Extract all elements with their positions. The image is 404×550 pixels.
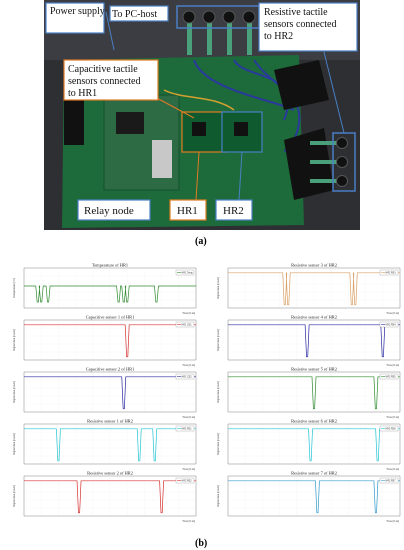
plot-title: Capacitive sensor 1 of HR1 <box>86 315 135 320</box>
plot-title: Resistive sensor 2 of HR2 <box>87 471 133 476</box>
hardware-photo: Power supply To PC-host Resistive tactil… <box>44 0 360 230</box>
power-supply-label: Power supply <box>50 6 105 17</box>
legend-box <box>175 321 195 328</box>
plot-title: Resistive sensor 3 of HR2 <box>291 263 337 268</box>
y-axis-label: Digital data [count] <box>216 329 220 351</box>
legend-label: HR2 RS4 <box>386 323 397 326</box>
signal-line <box>228 376 400 410</box>
x-axis-label: Time [0.1s] <box>182 467 195 471</box>
to-pc-host-label: To PC-host <box>112 9 157 20</box>
legend-box <box>175 425 195 432</box>
signal-line <box>24 324 196 358</box>
capacitive-label: Capacitive tactile sensors connected to … <box>68 64 143 99</box>
legend-label: HR1 CS2 <box>182 375 193 378</box>
plot-title: Resistive sensor 7 of HR2 <box>291 471 337 476</box>
legend-box <box>175 373 195 380</box>
legend-label: HR2 RS2 <box>182 479 193 482</box>
hr1-label: HR1 <box>177 205 198 217</box>
x-axis-label: Time [0.1s] <box>386 363 399 367</box>
signal-line <box>24 285 196 303</box>
signal-line <box>228 272 400 306</box>
signal-line <box>228 480 400 514</box>
plot-title: Temperature of HR1 <box>92 263 128 268</box>
plot-title: Capacitive sensor 2 of HR1 <box>86 367 135 372</box>
y-axis-label: Digital data [count] <box>12 433 16 455</box>
legend-label: HR2 RS6 <box>386 427 397 430</box>
plot-title: Resistive sensor 6 of HR2 <box>291 419 337 424</box>
resistive-label: Resistive tactile sensors connected to H… <box>264 7 339 42</box>
legend-box <box>175 269 195 276</box>
legend-box <box>175 477 195 484</box>
legend-label: HR1 Temp. <box>182 271 194 274</box>
legend-label: HR1 CS1 <box>182 323 193 326</box>
y-axis-label: Digital data [count] <box>216 433 220 455</box>
legend-box <box>379 425 399 432</box>
y-axis-label: Digital data [count] <box>12 381 16 403</box>
signal-line <box>24 480 196 514</box>
x-axis-label: Time [0.1s] <box>182 363 195 367</box>
signal-line <box>228 324 400 358</box>
y-axis-label: Digital data [count] <box>216 381 220 403</box>
legend-box <box>379 269 399 276</box>
legend-label: HR2 RS5 <box>386 375 397 378</box>
hr2-label: HR2 <box>223 205 244 217</box>
plot-title: Resistive sensor 1 of HR2 <box>87 419 133 424</box>
legend-box <box>379 321 399 328</box>
y-axis-label: Digital data [count] <box>12 329 16 351</box>
x-axis-label: Time [0.1s] <box>386 415 399 419</box>
y-axis-label: Digital data [count] <box>216 485 220 507</box>
relay-chip <box>116 112 144 134</box>
legend-box <box>379 477 399 484</box>
signal-line <box>24 428 196 462</box>
x-axis-label: Time [0.1s] <box>182 311 195 315</box>
resistive-sensor-strips-top <box>182 10 256 55</box>
plot-title: Resistive sensor 4 of HR2 <box>291 315 337 320</box>
legend-label: HR2 RS3 <box>386 271 397 274</box>
legend-label: HR2 RS7 <box>386 479 397 482</box>
y-axis-label: Temperature [°C] <box>12 278 16 298</box>
relay-node-label: Relay node <box>84 205 134 217</box>
legend-label: HR2 RS1 <box>182 427 193 430</box>
y-axis-label: Digital data [count] <box>12 485 16 507</box>
y-axis-label: Digital data [count] <box>216 277 220 299</box>
resistive-sensor-strips-right <box>310 137 348 187</box>
x-axis-label: Time [0.1s] <box>386 519 399 523</box>
signal-line <box>24 376 196 410</box>
x-axis-label: Time [0.1s] <box>386 467 399 471</box>
plot-title: Resistive sensor 5 of HR2 <box>291 367 337 372</box>
x-axis-label: Time [0.1s] <box>182 415 195 419</box>
legend-box <box>379 373 399 380</box>
x-axis-label: Time [0.1s] <box>386 311 399 315</box>
x-axis-label: Time [0.1s] <box>182 519 195 523</box>
panel-b-label: (b) <box>195 538 208 549</box>
signal-line <box>228 428 400 462</box>
panel-a-label: (a) <box>195 236 207 247</box>
